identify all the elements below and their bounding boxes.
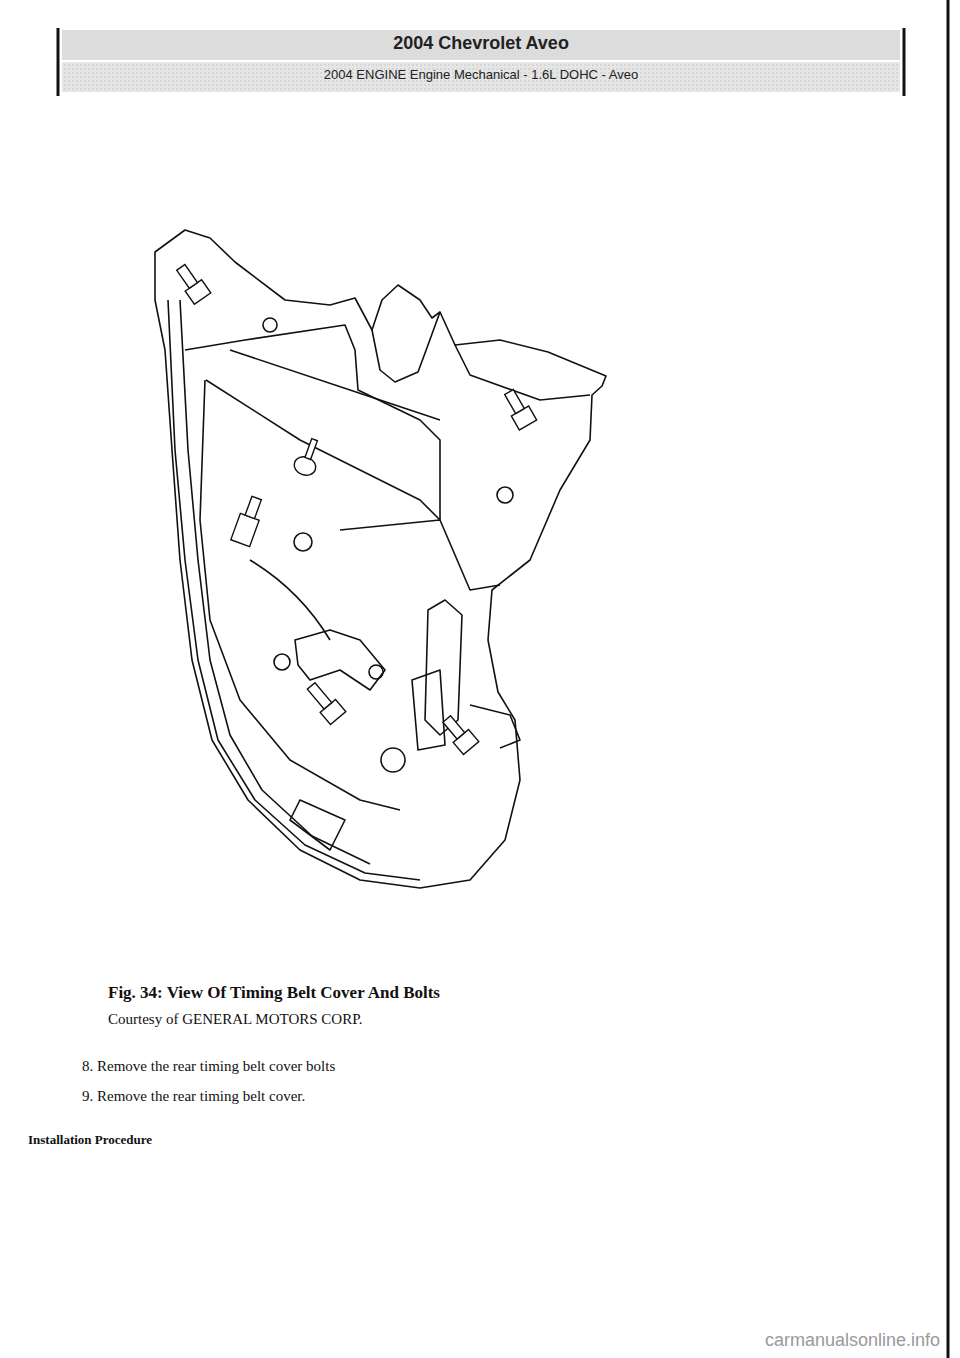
figure-caption: Fig. 34: View Of Timing Belt Cover And B…	[108, 983, 440, 1003]
page-border	[947, 0, 950, 1358]
procedure-step: 9. Remove the rear timing belt cover.	[82, 1088, 305, 1105]
section-title: 2004 ENGINE Engine Mechanical - 1.6L DOH…	[324, 67, 638, 82]
page-title: 2004 Chevrolet Aveo	[393, 33, 569, 54]
section-heading: Installation Procedure	[28, 1132, 152, 1148]
procedure-step: 8. Remove the rear timing belt cover bol…	[82, 1058, 335, 1075]
watermark: carmanualsonline.info	[765, 1330, 940, 1351]
credit-line: Courtesy of GENERAL MOTORS CORP.	[108, 1011, 363, 1028]
bolt-symbols	[173, 262, 537, 755]
timing-belt-cover	[155, 230, 606, 888]
header-band	[58, 28, 904, 96]
